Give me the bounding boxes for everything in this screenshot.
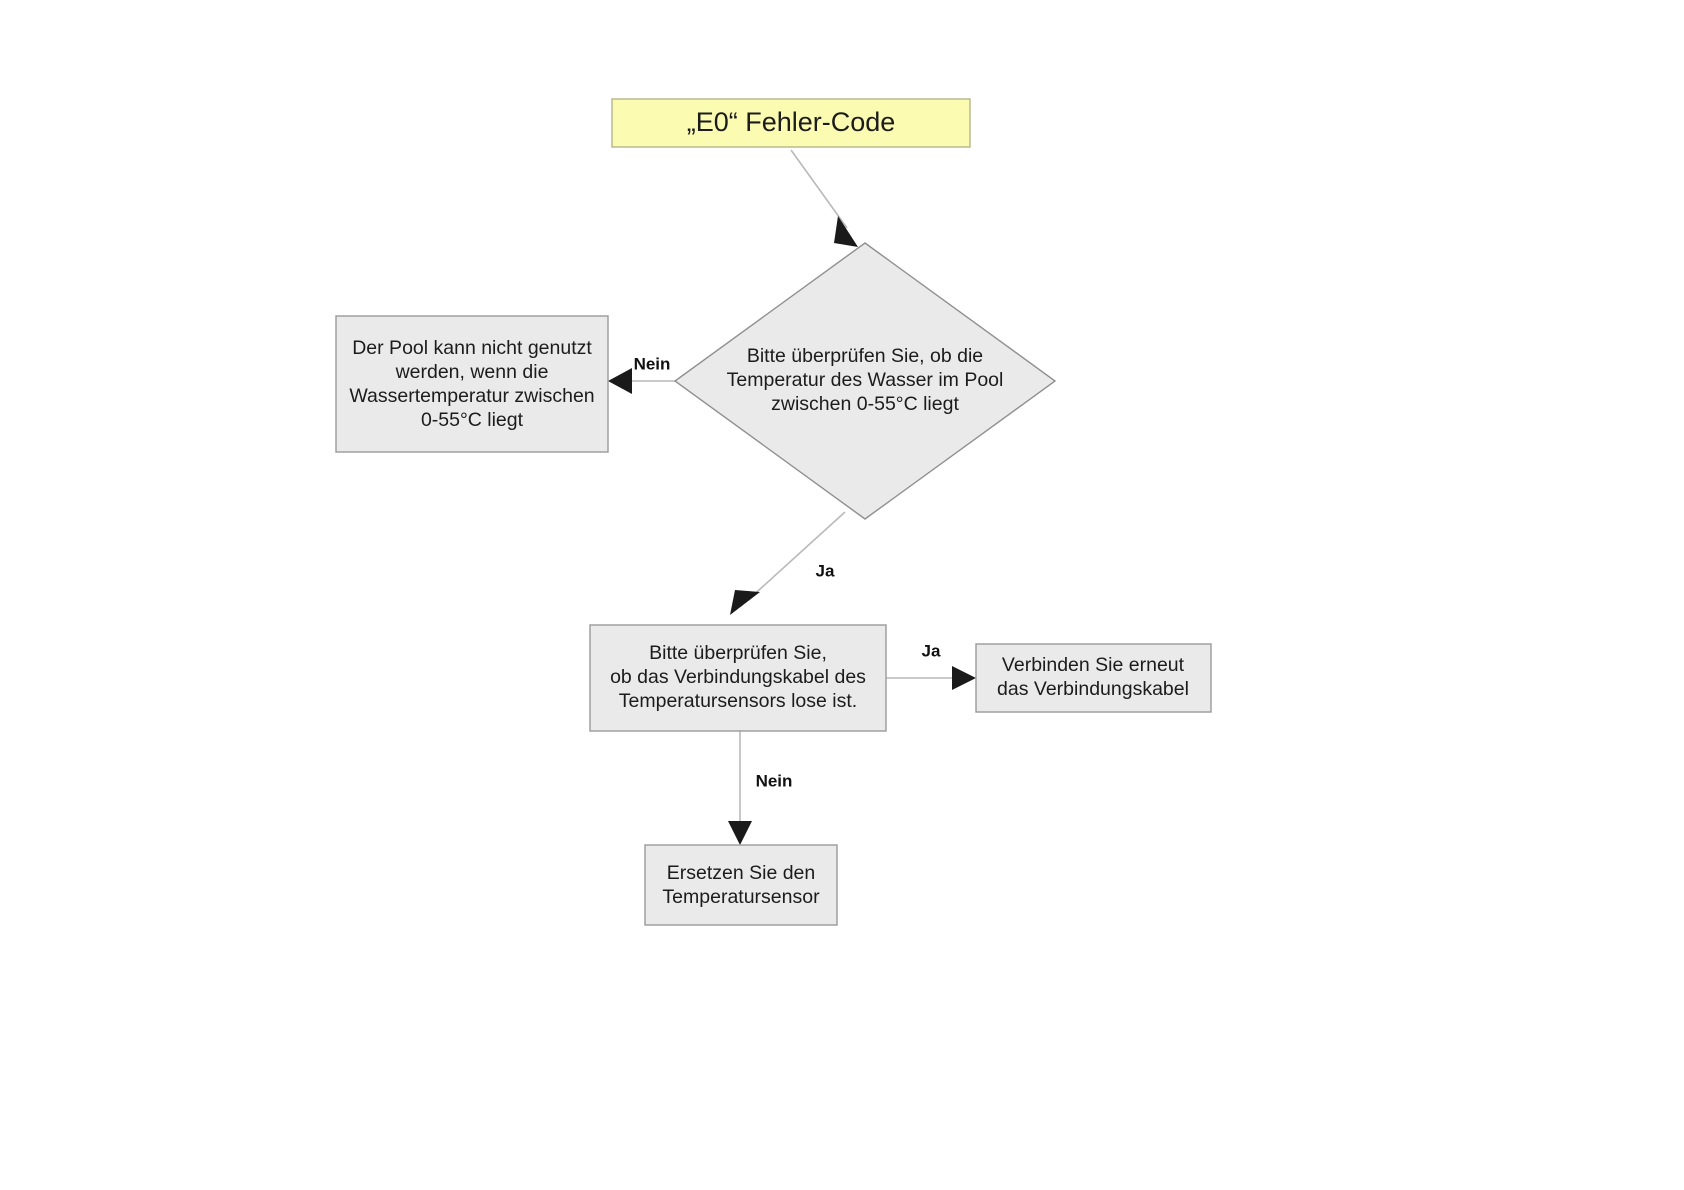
node-pool-not-usable-line-4: 0-55°C liegt bbox=[421, 409, 524, 431]
node-pool-not-usable-line-2: werden, wenn die bbox=[395, 361, 549, 383]
node-error-code-start[interactable]: „E0“ Fehler-Code bbox=[611, 98, 971, 148]
node-decision-line-1: Bitte überprüfen Sie, ob die bbox=[747, 345, 983, 367]
edge-decision-no: Nein bbox=[608, 354, 675, 394]
edge-label-nein-cable: Nein bbox=[756, 771, 793, 790]
node-replace-temperature-sensor-shape bbox=[644, 844, 838, 926]
node-pool-not-usable-shape bbox=[335, 315, 609, 453]
node-decision-water-temperature-shape bbox=[673, 242, 1057, 520]
edge-decision-yes: Ja bbox=[730, 511, 846, 615]
node-reconnect-cable-line-2: das Verbindungskabel bbox=[997, 678, 1189, 700]
node-error-code-start-shape bbox=[611, 98, 971, 148]
edge-cable-no: Nein bbox=[728, 731, 792, 845]
node-pool-not-usable-line-3: Wassertemperatur zwischen bbox=[349, 385, 594, 407]
node-replace-sensor-line-1: Ersetzen Sie den bbox=[667, 862, 816, 884]
edge-label-ja-temp: Ja bbox=[816, 561, 835, 580]
node-decision-line-2: Temperatur des Wasser im Pool bbox=[727, 369, 1004, 391]
node-replace-temperature-sensor[interactable]: Ersetzen Sie den Temperatursensor bbox=[644, 844, 838, 926]
edge-start-to-decision bbox=[790, 149, 858, 247]
node-check-cable-line-3: Temperatursensors lose ist. bbox=[619, 690, 857, 712]
node-pool-not-usable[interactable]: Der Pool kann nicht genutzt werden, wenn… bbox=[335, 315, 609, 453]
edge-cable-yes: Ja bbox=[886, 641, 976, 690]
node-check-connection-cable[interactable]: Bitte überprüfen Sie, ob das Verbindungs… bbox=[589, 624, 887, 732]
node-error-code-start-label: „E0“ Fehler-Code bbox=[687, 107, 896, 137]
node-check-connection-cable-shape bbox=[589, 624, 887, 732]
edge-label-ja-cable: Ja bbox=[922, 641, 941, 660]
node-reconnect-cable-line-1: Verbinden Sie erneut bbox=[1002, 654, 1185, 676]
node-reconnect-cable[interactable]: Verbinden Sie erneut das Verbindungskabe… bbox=[975, 643, 1212, 713]
node-decision-line-3: zwischen 0-55°C liegt bbox=[771, 393, 959, 415]
edge-label-nein-temp: Nein bbox=[634, 354, 671, 373]
node-pool-not-usable-line-1: Der Pool kann nicht genutzt bbox=[352, 337, 592, 359]
node-decision-water-temperature[interactable]: Bitte überprüfen Sie, ob die Temperatur … bbox=[673, 242, 1057, 520]
node-check-cable-line-2: ob das Verbindungskabel des bbox=[610, 666, 866, 688]
node-replace-sensor-line-2: Temperatursensor bbox=[662, 886, 820, 908]
node-check-cable-line-1: Bitte überprüfen Sie, bbox=[649, 642, 827, 664]
node-reconnect-cable-shape bbox=[975, 643, 1212, 713]
